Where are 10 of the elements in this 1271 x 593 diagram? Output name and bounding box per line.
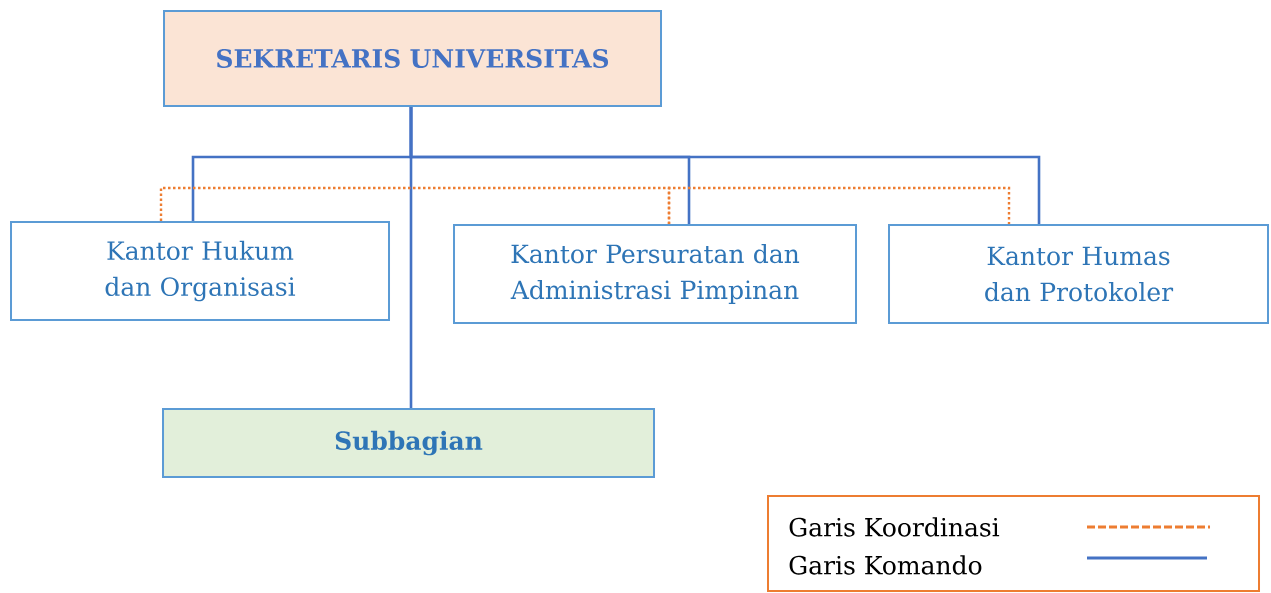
office-box: Kantor Persuratan dan Administrasi Pimpinan (453, 224, 857, 324)
legend-label: Garis Komando (789, 555, 982, 575)
section-box: Subbagian (162, 408, 655, 478)
legend-label: Garis Koordinasi (789, 517, 1000, 537)
office-box: Kantor Hukum dan Organisasi (10, 221, 390, 321)
connector-line (159, 186, 671, 224)
connector-line (667, 186, 1011, 224)
office-box: Kantor Humas dan Protokoler (888, 224, 1269, 324)
connector-line (409, 107, 413, 408)
title-box: SEKRETARIS UNIVERSITAS (163, 10, 662, 107)
